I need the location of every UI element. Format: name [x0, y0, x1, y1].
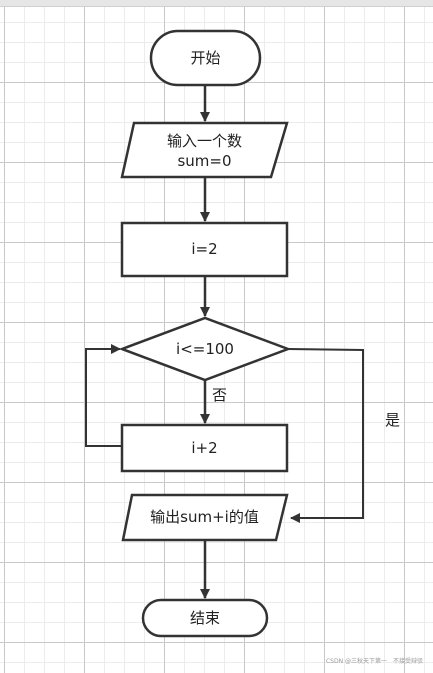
end-node[interactable]	[141, 598, 269, 638]
top-toolbar-strip	[0, 0, 433, 7]
output-node[interactable]	[121, 493, 289, 542]
init-node[interactable]	[120, 221, 289, 278]
end-label: 结束	[189, 609, 220, 627]
output-label: 输出sum+i的值	[150, 508, 259, 526]
condition-label: i<=100	[176, 340, 234, 358]
increment-node[interactable]	[120, 423, 289, 473]
increment-label: i+2	[191, 439, 218, 457]
input-label-line2: sum=0	[177, 152, 232, 170]
arrow-condition-yes-to-output	[287, 348, 364, 523]
start-label: 开始	[190, 49, 221, 67]
arrow-increment-loop-back	[85, 344, 122, 447]
branch-yes-label: 是	[385, 411, 401, 429]
csdn-watermark: CSDN @三秋天下第一 不接受辩驳	[325, 658, 423, 665]
input-node[interactable]	[120, 121, 289, 179]
input-label-line1: 输入一个数	[166, 132, 242, 150]
init-label: i=2	[191, 240, 218, 258]
branch-no-label: 否	[212, 386, 228, 404]
